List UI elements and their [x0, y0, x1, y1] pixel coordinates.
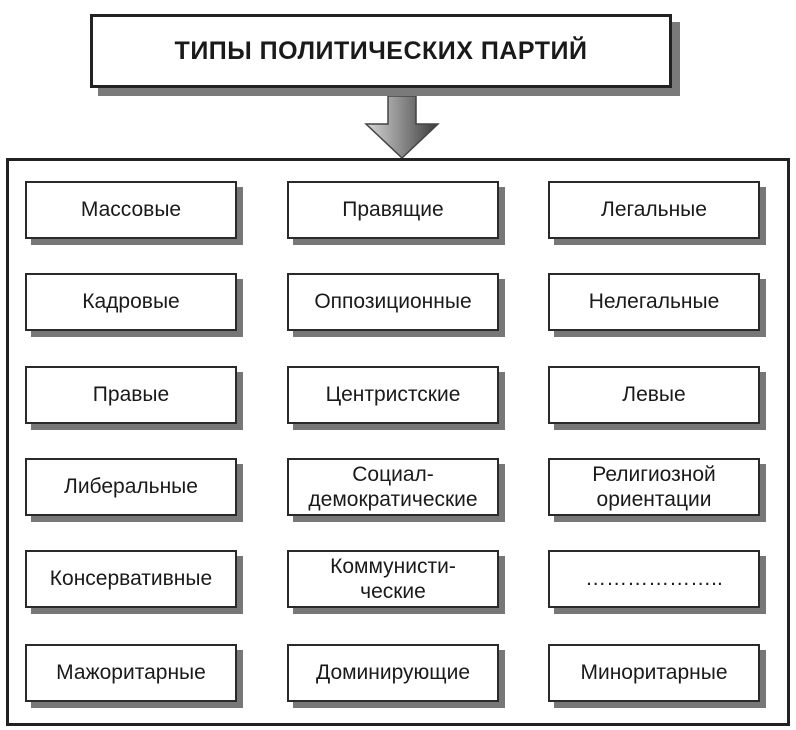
party-type-opposition: Оппозиционные [287, 273, 499, 331]
party-type-legal: Легальные [548, 181, 760, 239]
party-type-label: Массовые [80, 198, 182, 222]
party-type-illegal: Нелегальные [548, 273, 760, 331]
party-type-label: Религиозной ориентации [592, 462, 716, 511]
party-type-label: Доминирующие [315, 661, 470, 685]
party-type-left: Левые [548, 366, 760, 424]
party-type-label: Социал- демократические [308, 462, 478, 511]
party-type-ruling: Правящие [287, 181, 499, 239]
party-type-label: Левые [622, 383, 686, 407]
party-type-label: Кадровые [82, 290, 180, 314]
diagram-title-box: ТИПЫ ПОЛИТИЧЕСКИХ ПАРТИЙ [90, 14, 672, 88]
party-type-religious: Религиозной ориентации [548, 458, 760, 516]
party-type-label: Коммунисти- ческие [330, 554, 456, 603]
down-arrow-icon [364, 96, 440, 160]
party-type-cadre: Кадровые [25, 273, 237, 331]
party-type-social-democratic: Социал- демократические [287, 458, 499, 516]
party-type-blank: ……………….. [548, 550, 760, 608]
party-type-label: Оппозиционные [314, 290, 472, 314]
party-type-communist: Коммунисти- ческие [287, 550, 499, 608]
party-type-label: Либеральные [64, 475, 198, 499]
party-type-label: Мажоритарные [56, 661, 206, 685]
party-type-conservative: Консервативные [25, 550, 237, 608]
party-type-label: Центристские [325, 383, 461, 407]
party-type-label: Консервативные [49, 567, 213, 591]
party-type-label: Легальные [601, 198, 707, 222]
party-type-mass: Массовые [25, 181, 237, 239]
party-type-minoritarian: Миноритарные [548, 644, 760, 702]
diagram-title: ТИПЫ ПОЛИТИЧЕСКИХ ПАРТИЙ [174, 36, 588, 65]
party-type-right: Правые [25, 366, 237, 424]
party-type-majoritarian: Мажоритарные [25, 644, 237, 702]
party-type-label: Правящие [342, 198, 444, 222]
party-type-dominant: Доминирующие [287, 644, 499, 702]
party-type-label: ……………….. [585, 567, 723, 591]
party-type-liberal: Либеральные [25, 458, 237, 516]
party-type-label: Нелегальные [588, 290, 720, 314]
types-frame [6, 158, 790, 726]
party-type-label: Правые [92, 383, 170, 407]
party-type-label: Миноритарные [580, 661, 728, 685]
party-type-centrist: Центристские [287, 366, 499, 424]
